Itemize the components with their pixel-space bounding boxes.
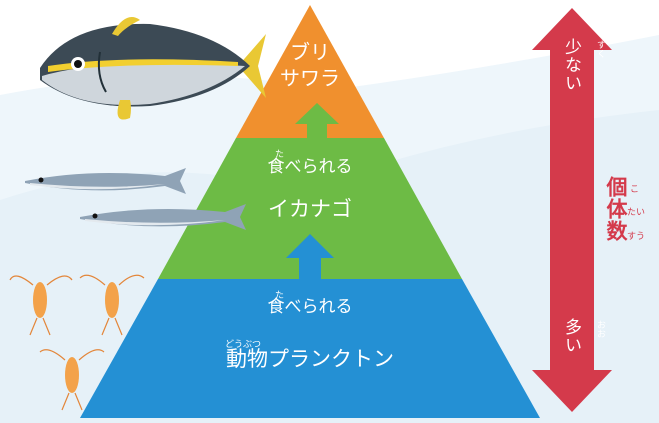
middle-eaten-label: 食べられる (267, 157, 353, 177)
population-scale-arrow (532, 8, 612, 412)
furigana: たい (627, 208, 646, 218)
copepod-plankton-icon (39, 349, 105, 411)
scale-bottom-label: 多い (561, 318, 581, 354)
upward-arrow-icon (286, 234, 334, 284)
upward-arrow-icon (295, 103, 339, 142)
pyramid-bottom-tier (80, 279, 540, 418)
top-tier-label-line1: ブリ (290, 40, 330, 64)
furigana: た (275, 291, 285, 301)
scale-top-label: 少ない (561, 38, 581, 92)
furigana: おお (595, 320, 605, 338)
furigana: すう (627, 232, 646, 242)
bottom-eaten-label: 食べられる (267, 297, 353, 317)
pyramid-top-tier (236, 5, 384, 138)
scale-title: 個体数 (604, 176, 628, 242)
sand-lance-fish-icon (80, 204, 246, 230)
top-tier-label-line2: サワラ (280, 66, 340, 90)
furigana: こ (630, 185, 640, 195)
furigana: すく (595, 40, 605, 58)
copepod-plankton-icon (79, 274, 145, 336)
copepod-plankton-icon (9, 275, 73, 336)
yellowtail-fish-icon (40, 17, 266, 120)
furigana: どうぶつ (225, 340, 262, 350)
bottom-tier-label: 動物プランクトン (226, 347, 394, 371)
pyramid-middle-tier (158, 138, 462, 279)
furigana: た (275, 150, 285, 160)
sand-lance-fish-icon (25, 168, 186, 194)
middle-tier-label: イカナゴ (268, 197, 352, 221)
